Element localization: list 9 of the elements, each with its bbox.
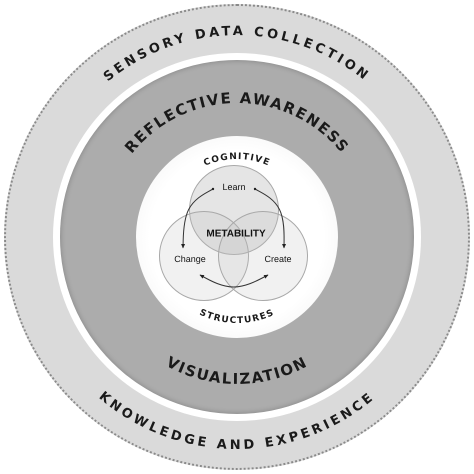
cycle-arrow xyxy=(254,188,286,248)
center-label: METABILITY xyxy=(206,228,266,240)
stage-label: Learn xyxy=(222,182,246,192)
cycle-arrow xyxy=(200,274,268,288)
ring-label: COGNITIVE xyxy=(202,152,272,169)
ring-label: STRUCTURES xyxy=(198,308,276,326)
cycle-arrow xyxy=(181,188,214,248)
stage-label: Change xyxy=(174,254,206,264)
stage-label: Create xyxy=(264,254,292,264)
